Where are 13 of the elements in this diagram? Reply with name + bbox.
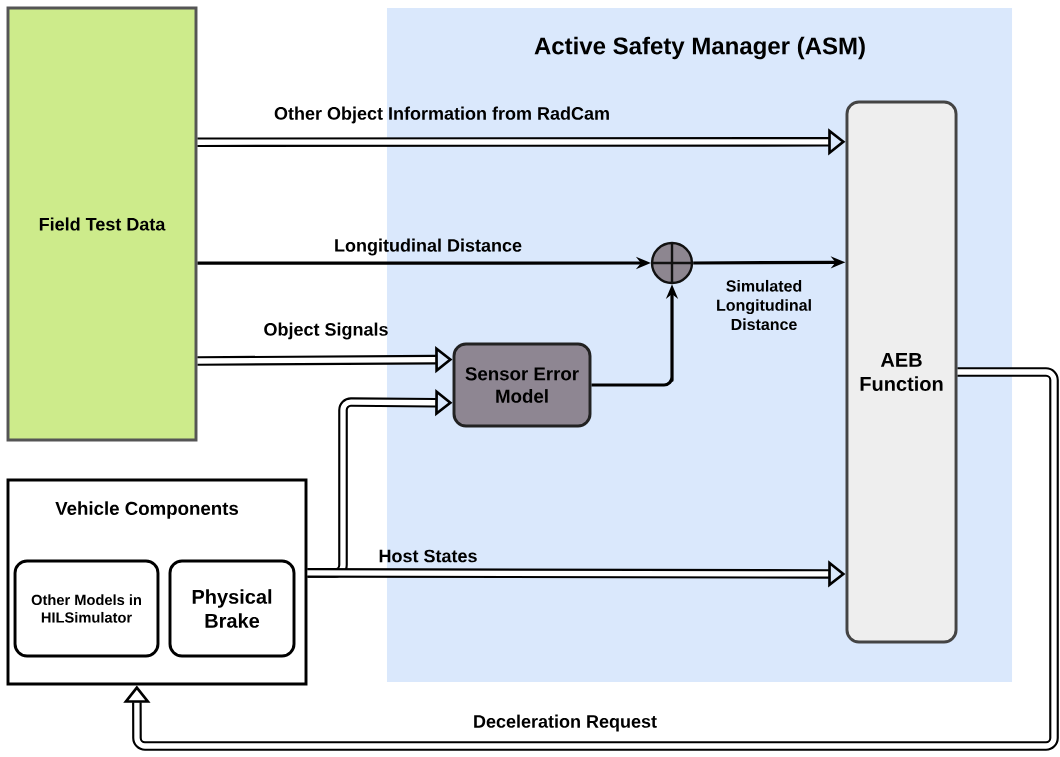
edge-label: Deceleration Request xyxy=(474,714,657,732)
edge-label: Simulated Longitudinal Distance xyxy=(717,279,811,331)
model-box: Sensor Error Model xyxy=(452,342,592,428)
component-box: Physical Brake xyxy=(168,559,296,658)
data-box: Field Test Data xyxy=(6,6,198,442)
edge-label: Other Object Information from RadCam xyxy=(274,106,609,124)
edge-label: Longitudinal Distance xyxy=(335,238,522,256)
arrow xyxy=(123,367,1059,751)
sum-junction xyxy=(650,241,694,285)
edge-label: Object Signals xyxy=(264,322,388,340)
component-box: Other Models in HILSimulator xyxy=(13,559,160,658)
edge-label: Host States xyxy=(379,549,477,563)
function-box: AEB Function xyxy=(845,100,958,644)
